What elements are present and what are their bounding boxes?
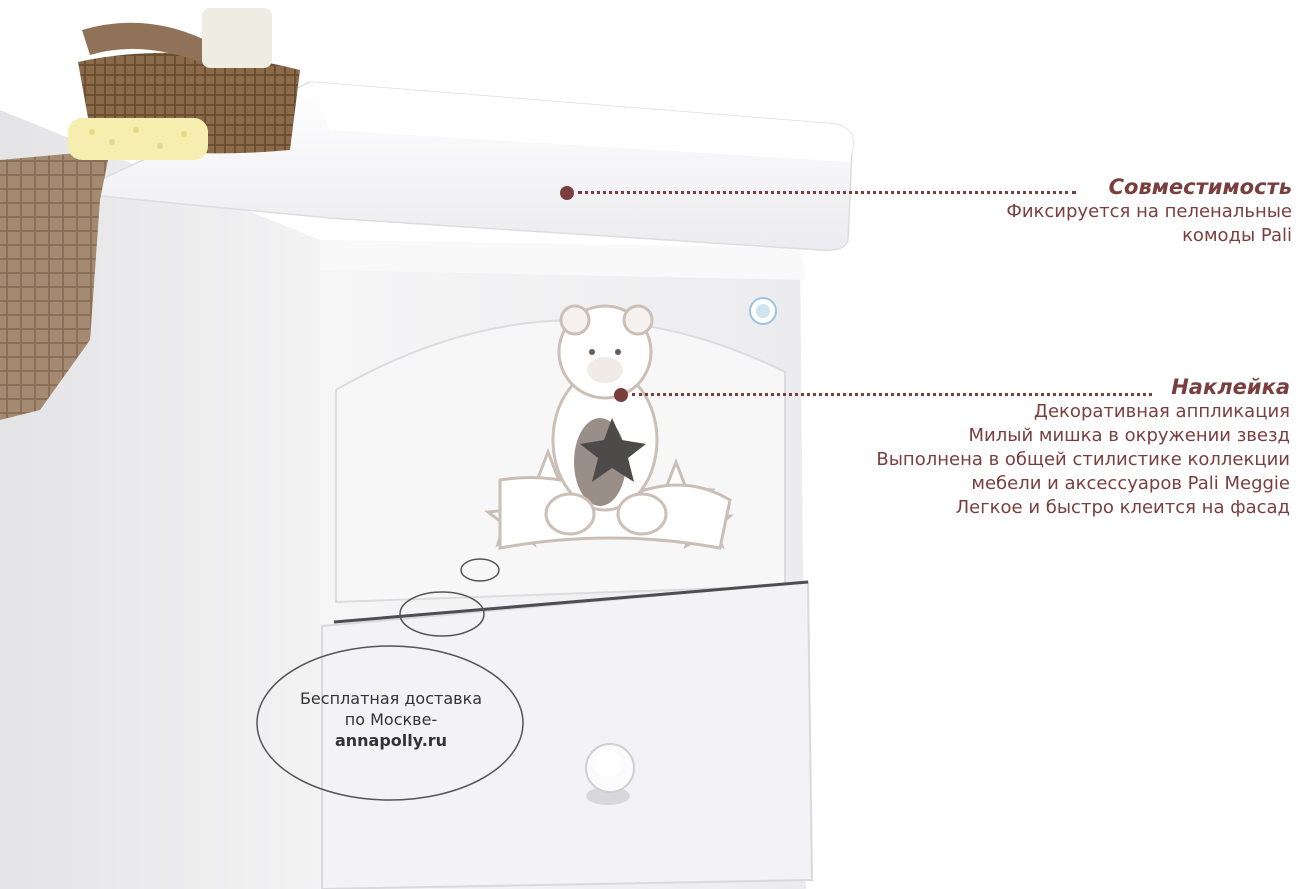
bottom-drawer	[321, 580, 814, 889]
compatibility-line: Фиксируется на пеленальные	[1006, 201, 1292, 222]
delivery-line: Бесплатная доставка	[299, 689, 483, 708]
site-link[interactable]: annapolly.ru	[334, 731, 448, 750]
sticker-line: Декоративная аппликация	[1033, 401, 1290, 422]
compatibility-line: комоды Pali	[1182, 225, 1292, 246]
delivery-line: по Москве-	[344, 710, 438, 729]
towel	[0, 150, 110, 420]
compatibility-callout: Совместимость Фиксируется на пеленальные…	[1006, 174, 1292, 248]
compatibility-pin	[560, 186, 574, 200]
bottle	[202, 8, 272, 68]
compatibility-leader-line	[578, 191, 1076, 194]
sticker-line: Милый мишка в окружении звезд	[968, 425, 1290, 446]
sticker-line: Легкое и быстро клеится на фасад	[955, 497, 1290, 518]
sponge	[68, 118, 208, 160]
sticker-callout: Наклейка Декоративная аппликация Милый м…	[876, 374, 1290, 520]
sticker-pin	[614, 388, 628, 402]
delivery-speech-bubble	[256, 558, 524, 801]
drawer-knob	[585, 743, 635, 805]
bear-sticker	[484, 304, 734, 550]
delivery-text: Бесплатная доставка по Москве- annapolly…	[268, 688, 514, 751]
sticker-leader-line	[632, 393, 1152, 396]
sticker-title: Наклейка	[1171, 375, 1290, 399]
compatibility-title: Совместимость	[1108, 175, 1292, 199]
pali-logo-icon	[749, 297, 777, 325]
sticker-line: Выполнена в общей стилистике коллекции	[876, 449, 1290, 470]
sticker-line: мебели и аксессуаров Pali Meggie	[971, 473, 1290, 494]
